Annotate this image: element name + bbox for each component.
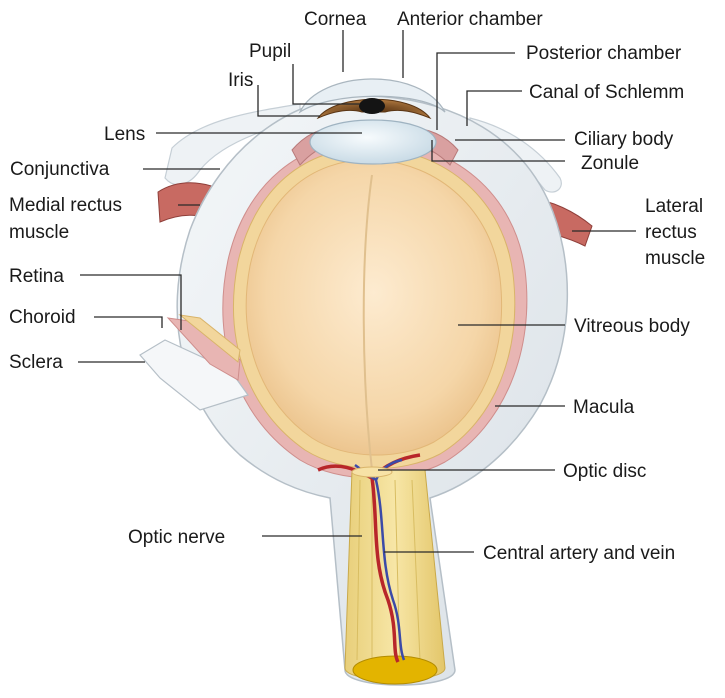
label-pupil: Pupil [249,41,291,62]
label-optic-nerve: Optic nerve [128,527,225,548]
optic-disc [352,467,392,477]
label-optic-disc: Optic disc [563,461,646,482]
label-canal-schlemm: Canal of Schlemm [529,82,684,103]
label-medial-rectus-2: muscle [9,222,69,243]
label-ciliary-body: Ciliary body [574,129,674,150]
pupil [359,98,385,114]
leader-retina [80,275,181,330]
label-lateral-rectus-2: rectus [645,222,697,243]
label-sclera: Sclera [9,352,63,373]
vitreous-body [246,160,501,455]
label-central-artery-vein: Central artery and vein [483,543,675,564]
label-lateral-rectus-3: muscle [645,248,705,269]
lens [310,120,436,164]
label-lens: Lens [104,124,145,145]
label-retina: Retina [9,266,64,287]
label-zonule: Zonule [581,153,639,174]
label-posterior-chamber: Posterior chamber [526,43,682,64]
label-macula: Macula [573,397,635,418]
label-medial-rectus-1: Medial rectus [9,195,122,216]
leader-choroid [94,317,162,328]
label-cornea: Cornea [304,9,367,30]
label-choroid: Choroid [9,307,76,328]
optic-nerve-cut-end [353,656,437,684]
label-conjunctiva: Conjunctiva [10,159,110,180]
label-iris: Iris [228,70,253,91]
label-vitreous-body: Vitreous body [574,316,690,337]
label-anterior-chamber: Anterior chamber [397,9,543,30]
label-lateral-rectus-1: Lateral [645,196,703,217]
